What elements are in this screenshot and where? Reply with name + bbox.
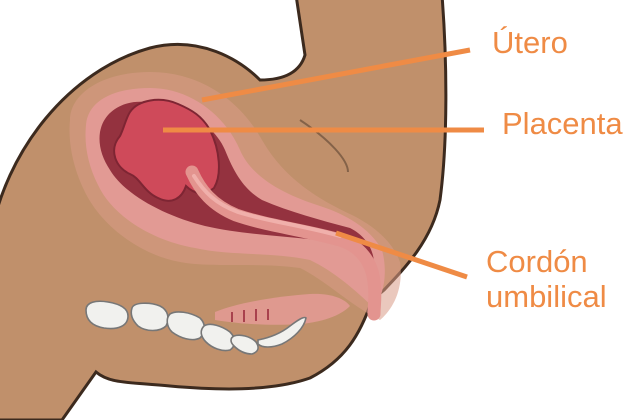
label-cordon-line2: umbilical	[486, 278, 607, 314]
vertebra	[85, 300, 129, 330]
belly-fold	[299, 119, 349, 173]
vertebra	[166, 311, 206, 341]
pointer-line-cordon	[335, 230, 468, 280]
pointer-line-utero	[201, 47, 471, 103]
label-utero-text: Útero	[492, 25, 568, 60]
label-placenta: Placenta	[502, 106, 623, 142]
label-placenta-text: Placenta	[502, 106, 623, 141]
vertebra	[130, 302, 169, 332]
coccyx	[257, 316, 307, 348]
umbilical-cord	[185, 165, 382, 321]
canal-ridges	[231, 309, 269, 322]
label-cordon-line1: Cordón	[486, 244, 588, 279]
spine-vertebrae	[85, 300, 307, 355]
umbilical-cord-highlight	[192, 174, 342, 238]
vertebra	[230, 334, 259, 355]
vertebra	[200, 323, 236, 352]
label-cordon-umbilical: Cordón umbilical	[486, 244, 607, 314]
label-utero: Útero	[492, 25, 568, 61]
birth-canal	[215, 293, 350, 325]
